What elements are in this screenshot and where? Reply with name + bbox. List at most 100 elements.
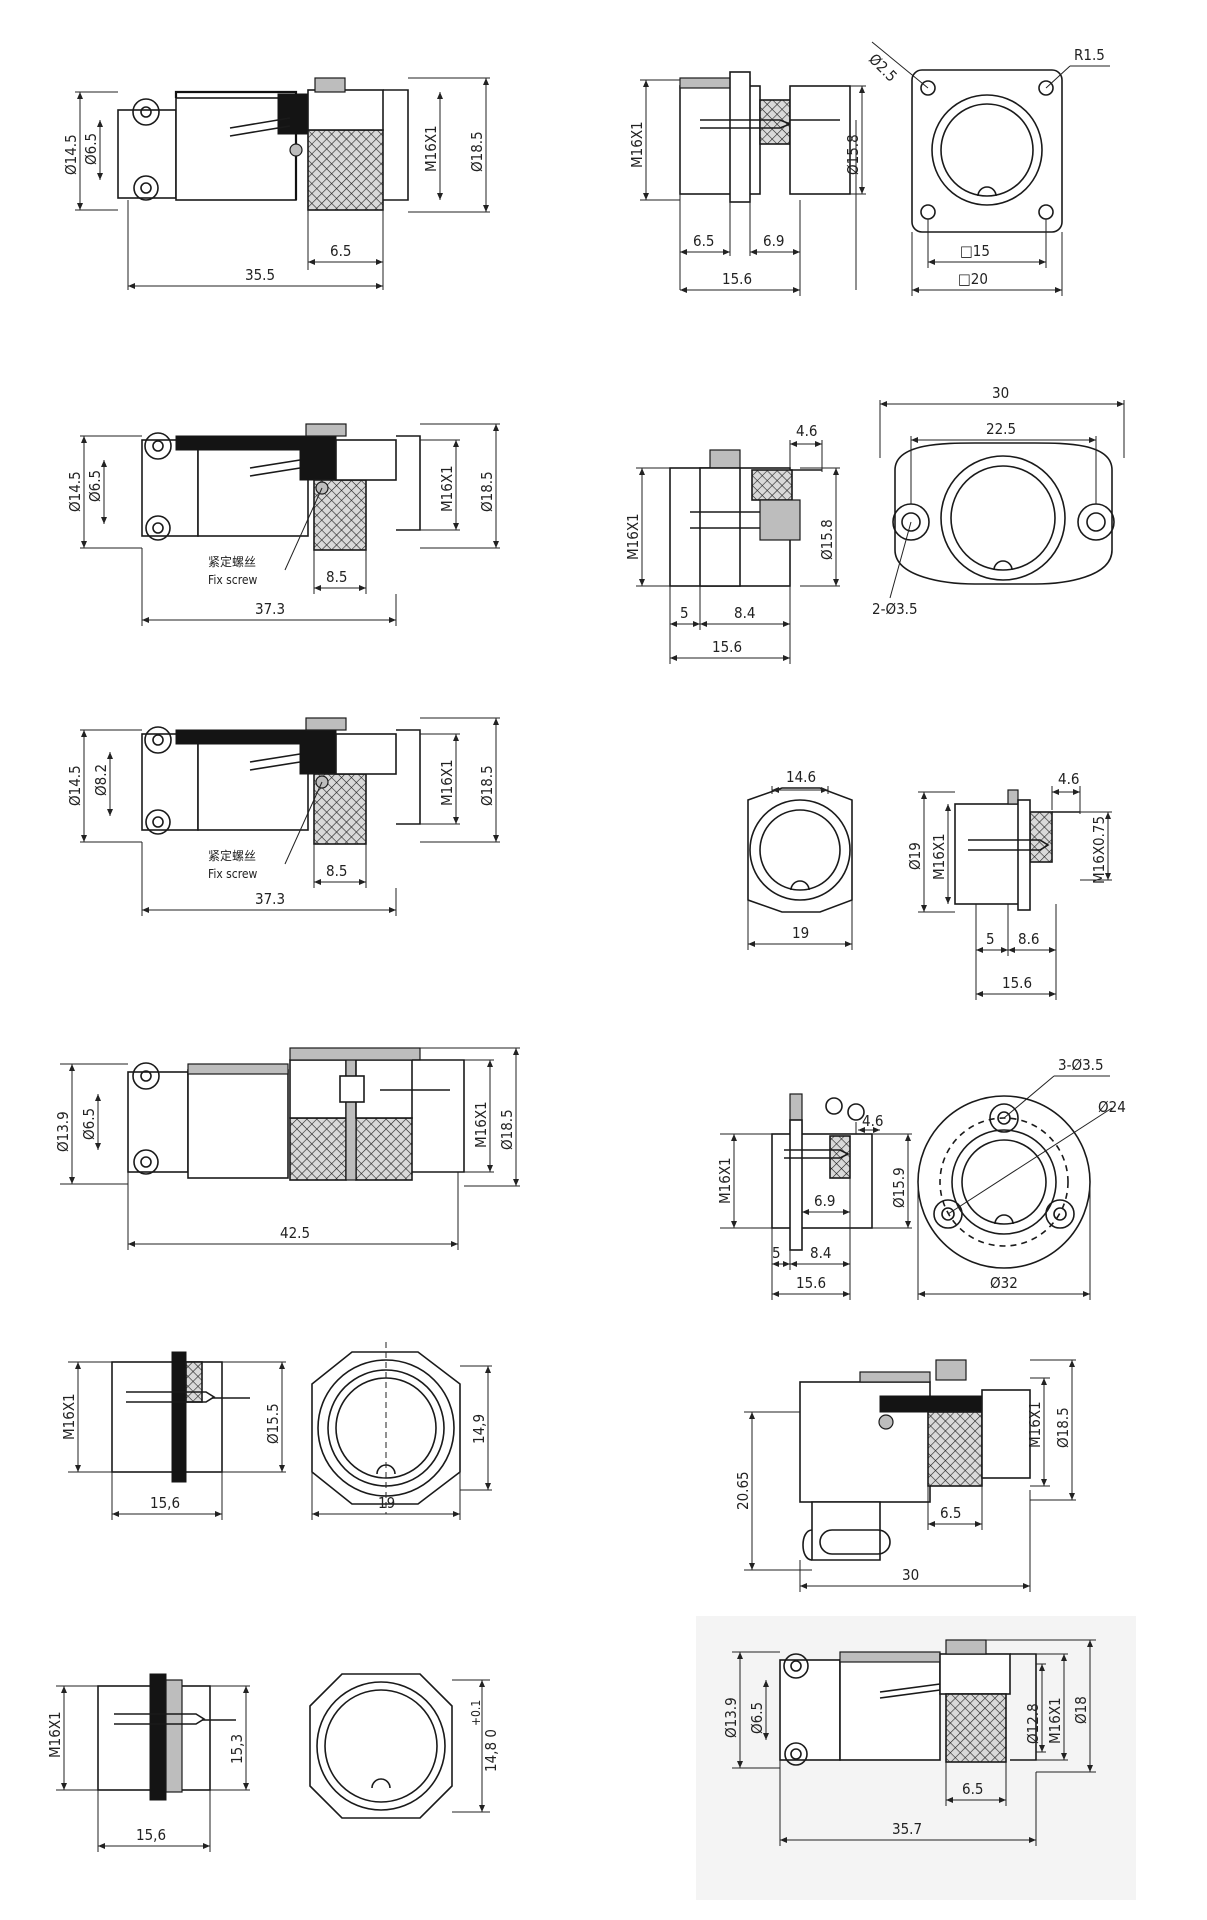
holes-label: 3-Ø3.5 bbox=[1058, 1056, 1104, 1074]
thread-label: M16X1 bbox=[438, 759, 456, 806]
dia-flange-label: Ø15.5 bbox=[264, 1403, 282, 1444]
drawing-square-flange-front: Ø2.5 R1.5 □15 □20 bbox=[865, 41, 1110, 296]
drawing-oval-socket-side: 4.6 M16X1 Ø15.8 5 8.4 15.6 bbox=[624, 422, 840, 664]
thread-label: M16X1 bbox=[1046, 1697, 1064, 1744]
holes-label: 2-Ø3.5 bbox=[872, 600, 918, 618]
dia-inner-label: Ø12.8 bbox=[1024, 1703, 1042, 1744]
len-a-label: 5 bbox=[772, 1244, 781, 1262]
drawing-plug-42-5: Ø13.9 Ø6.5 M16X1 Ø18.5 42.5 bbox=[54, 1047, 520, 1250]
thread-label: M16X1 bbox=[716, 1157, 734, 1204]
dia-flange-label: 15,3 bbox=[228, 1734, 246, 1764]
screw-en-label: Fix screw bbox=[208, 867, 258, 881]
across-flats-label: 19 bbox=[378, 1494, 395, 1512]
flange-size-label: □20 bbox=[958, 270, 988, 288]
tol-label: +0.1 bbox=[469, 1700, 483, 1726]
dia-cable-label: Ø6.5 bbox=[748, 1702, 766, 1734]
len-b-label: 8.4 bbox=[810, 1244, 831, 1262]
total-len-label: 37.3 bbox=[255, 600, 285, 618]
height-label: 14,9 bbox=[470, 1414, 488, 1444]
thread-label: M16X1 bbox=[624, 513, 642, 560]
thread-label: M16X1 bbox=[46, 1711, 64, 1758]
corner-r-label: R1.5 bbox=[1074, 46, 1105, 64]
hole-dia-label: Ø2.5 bbox=[865, 50, 900, 85]
len-a-label: 5 bbox=[986, 930, 995, 948]
outer-label: Ø32 bbox=[990, 1274, 1018, 1292]
drawing-hex-front-b: 14,9 19 bbox=[311, 1342, 492, 1520]
drawing-round-socket-side: 4.6 M16X1 Ø15.9 6.9 5 8.4 15.6 bbox=[716, 1093, 912, 1300]
thread-label: M16X1 bbox=[422, 125, 440, 172]
dia-cable-label: Ø6.5 bbox=[86, 470, 104, 502]
thread-label: M16X1 bbox=[930, 833, 948, 880]
dia-flange-label: Ø15.9 bbox=[890, 1167, 908, 1208]
pcd-label: Ø24 bbox=[1098, 1098, 1126, 1116]
top-len-label: 4.6 bbox=[862, 1112, 883, 1130]
height-label: 20.65 bbox=[734, 1471, 752, 1510]
nut-len-label: 6.5 bbox=[940, 1504, 961, 1522]
total-len-label: 35.5 bbox=[245, 266, 275, 284]
total-len-label: 35.7 bbox=[892, 1820, 922, 1838]
dia-nut-label: Ø18.5 bbox=[1054, 1407, 1072, 1448]
thread-label: M16X1 bbox=[1026, 1401, 1044, 1448]
plug-body bbox=[117, 77, 409, 211]
top-len-label: 4.6 bbox=[796, 422, 817, 440]
thread2-label: M16X0.75 bbox=[1090, 816, 1108, 884]
drawing-socket-side-15-3: M16X1 15,3 15,6 bbox=[46, 1673, 250, 1852]
total-len-label: 15.6 bbox=[722, 270, 752, 288]
dia-body-label: Ø13.9 bbox=[54, 1111, 72, 1152]
nut-len-label: 6.5 bbox=[330, 242, 351, 260]
thread-label: M16X1 bbox=[628, 121, 646, 168]
len-a-label: 5 bbox=[680, 604, 689, 622]
hole-pitch-label: □15 bbox=[960, 242, 990, 260]
dia-nut-label: Ø18 bbox=[1072, 1696, 1090, 1724]
nut-len-label: 6.5 bbox=[962, 1780, 983, 1798]
total-len-label: 42.5 bbox=[280, 1224, 310, 1242]
total-len-label: 15,6 bbox=[136, 1826, 166, 1844]
dia-body-label: Ø13.9 bbox=[722, 1697, 740, 1738]
height-label: 14,8 0 bbox=[482, 1729, 500, 1772]
thread-label: M16X1 bbox=[472, 1101, 490, 1148]
inner-label: 14.6 bbox=[786, 768, 816, 786]
screw-cn-label: 紧定螺丝 bbox=[208, 848, 256, 863]
dia-flange-label: Ø15.8 bbox=[818, 519, 836, 560]
dia-flange-label: Ø15.8 bbox=[844, 134, 862, 175]
total-len-label: 37.3 bbox=[255, 890, 285, 908]
drawing-hex-front-c: 14,8 0 +0.1 bbox=[309, 1673, 500, 1819]
dia-nut-label: Ø18.5 bbox=[498, 1109, 516, 1150]
top-len-label: 4.6 bbox=[1058, 770, 1079, 788]
width-label: 30 bbox=[992, 384, 1009, 402]
drawing-plug-35-7: Ø13.9 Ø6.5 Ø12.8 M16X1 Ø18 6.5 35.7 bbox=[696, 1616, 1136, 1900]
len-a-label: 6.5 bbox=[693, 232, 714, 250]
screw-cn-label: 紧定螺丝 bbox=[208, 554, 256, 569]
drawing-right-angle-plug: 20.65 M16X1 Ø18.5 6.5 30 bbox=[734, 1359, 1076, 1592]
thread-label: M16X1 bbox=[60, 1393, 78, 1440]
drawing-hex-socket-side: 4.6 Ø19 M16X1 M16X0.75 5 8.6 15.6 bbox=[906, 770, 1112, 1000]
dia-nut-label: Ø18.5 bbox=[468, 131, 486, 172]
total-len-label: 30 bbox=[902, 1566, 919, 1584]
len-b-label: 8.6 bbox=[1018, 930, 1039, 948]
total-len-label: 15.6 bbox=[712, 638, 742, 656]
thread-label: M16X1 bbox=[438, 465, 456, 512]
dia-hex-label: Ø19 bbox=[906, 842, 924, 870]
total-len-label: 15.6 bbox=[796, 1274, 826, 1292]
screw-en-label: Fix screw bbox=[208, 573, 258, 587]
dia-body-label: Ø14.5 bbox=[66, 765, 84, 806]
drawing-round-flange-front: 3-Ø3.5 Ø24 Ø32 bbox=[917, 1056, 1126, 1300]
drawing-hex-front-a: 14.6 19 bbox=[747, 768, 853, 950]
drawing-plug-37-3-b: 紧定螺丝 Fix screw Ø14.5 Ø8.2 M16X1 Ø18.5 8.… bbox=[66, 717, 500, 916]
nut-len-label: 8.5 bbox=[326, 568, 347, 586]
dia-cable-label: Ø8.2 bbox=[92, 764, 110, 796]
dia-body-label: Ø14.5 bbox=[62, 134, 80, 175]
dia-cable-label: Ø6.5 bbox=[80, 1108, 98, 1140]
len-mid-label: 6.9 bbox=[814, 1192, 835, 1210]
len-b-label: 8.4 bbox=[734, 604, 755, 622]
drawing-square-socket-side: M16X1 Ø15.8 6.5 6.9 15.6 bbox=[628, 71, 866, 296]
total-len-label: 15,6 bbox=[150, 1494, 180, 1512]
len-b-label: 6.9 bbox=[763, 232, 784, 250]
dia-nut-label: Ø18.5 bbox=[478, 765, 496, 806]
drawing-oval-flange-front: 30 22.5 2-Ø3.5 bbox=[872, 384, 1125, 618]
nut-len-label: 8.5 bbox=[326, 862, 347, 880]
drawing-plug-37-3-a: 紧定螺丝 Fix screw Ø14.5 Ø6.5 M16X1 Ø18.5 8.… bbox=[66, 423, 500, 626]
total-len-label: 15.6 bbox=[1002, 974, 1032, 992]
pitch-label: 22.5 bbox=[986, 420, 1016, 438]
